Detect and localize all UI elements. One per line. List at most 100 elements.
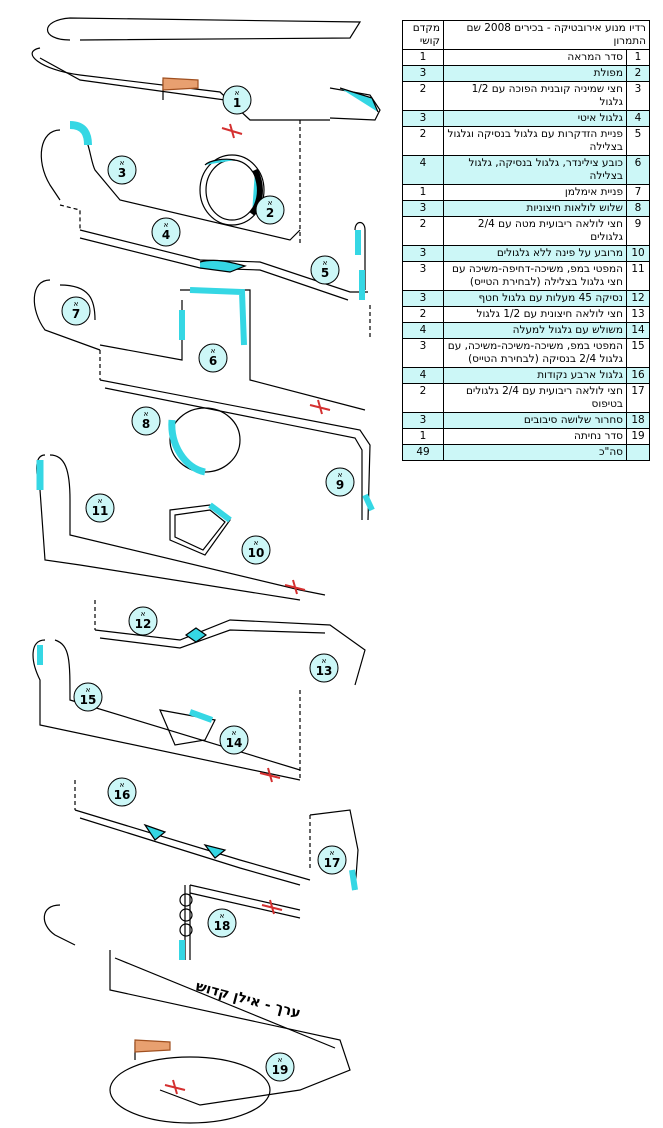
signature-text: ערך - אילן קדוש — [194, 978, 302, 1021]
label-circle — [73, 682, 103, 712]
row-k-factor: 3 — [402, 110, 444, 127]
label-prefix: א — [235, 89, 240, 97]
row-maneuver-name: סחרור שלושה סיבובים — [443, 412, 627, 429]
row-k-factor: 4 — [402, 367, 444, 384]
row-number: 1 — [626, 49, 650, 66]
row-k-factor: 3 — [402, 338, 444, 368]
row-k-factor: 1 — [402, 49, 444, 66]
figure-label-11: א11 — [85, 493, 115, 523]
figure-row-3 — [33, 279, 375, 521]
figure-label-8: א8 — [131, 406, 161, 436]
row-k-factor: 49 — [402, 444, 444, 461]
label-prefix: א — [144, 410, 149, 418]
label-circle — [207, 908, 237, 938]
row-number: 8 — [626, 200, 650, 217]
label-prefix: א — [211, 347, 216, 355]
row-k-factor: 3 — [402, 290, 444, 307]
row-number — [626, 444, 650, 461]
row-number: 9 — [626, 216, 650, 246]
figure-label-14: א14 — [219, 725, 249, 755]
row-maneuver-name: המפטי במפ, משיכה-משיכה-משיכה, עם גלגול 2… — [443, 338, 627, 368]
figure-label-10: א10 — [241, 535, 271, 565]
row-maneuver-name: כובע צילינדר, גלגול בנסיקה, גלגול בצלילה — [443, 155, 627, 185]
label-number: 9 — [336, 478, 344, 492]
figure-label-1: א1 — [222, 85, 252, 115]
figure-label-16: א16 — [107, 777, 137, 807]
figure-label-6: א6 — [198, 343, 228, 373]
label-number: 14 — [226, 736, 243, 750]
label-prefix: א — [232, 729, 237, 737]
label-prefix: א — [254, 539, 259, 547]
figure-labels: א1א2א3א4א5א6א7א8א9א10א11א12א13א14א15א16א… — [61, 85, 355, 1082]
label-prefix: א — [86, 686, 91, 694]
label-circle — [61, 296, 91, 326]
label-circle — [107, 155, 137, 185]
header-k: מקדם קושי — [402, 20, 444, 50]
label-circle — [241, 535, 271, 565]
label-circle — [151, 217, 181, 247]
figure-row-5 — [32, 639, 359, 891]
plane-markers — [164, 123, 331, 1095]
label-prefix: א — [141, 610, 146, 618]
label-circle — [219, 725, 249, 755]
figure-label-19: א19 — [265, 1052, 295, 1082]
row-number: 6 — [626, 155, 650, 185]
row-k-factor: 2 — [402, 81, 444, 111]
row-number: 11 — [626, 261, 650, 291]
row-maneuver-name: המפטי במפ, משיכה-דחיפה-משיכה עם חצי גלגו… — [443, 261, 627, 291]
row-k-factor: 2 — [402, 383, 444, 413]
row-number: 10 — [626, 245, 650, 262]
row-k-factor: 3 — [402, 245, 444, 262]
maneuver-diagram: א1א2א3א4א5א6א7א8א9א10א11א12א13א14א15א16א… — [31, 17, 381, 1124]
label-circle — [310, 255, 340, 285]
label-number: 4 — [162, 228, 170, 242]
label-number: 11 — [92, 504, 109, 518]
figure-label-7: א7 — [61, 296, 91, 326]
label-circle — [198, 343, 228, 373]
row-k-factor: 4 — [402, 155, 444, 185]
figure-label-18: א18 — [207, 908, 237, 938]
row-maneuver-name: נסיקה 45 מעלות עם גלגול חטף — [443, 290, 627, 307]
label-prefix: א — [338, 471, 343, 479]
figure-label-5: א5 — [310, 255, 340, 285]
label-number: 12 — [135, 617, 152, 631]
row-k-factor: 2 — [402, 306, 444, 323]
label-number: 5 — [321, 266, 329, 280]
label-circle — [255, 195, 285, 225]
row-number: 18 — [626, 412, 650, 429]
label-number: 6 — [209, 354, 217, 368]
label-number: 16 — [114, 788, 131, 802]
label-circle — [309, 653, 339, 683]
figure-row-2 — [40, 121, 371, 340]
row-maneuver-name: חצי לולאה ריבועית מטה עם 2/4 גלגולים — [443, 216, 627, 246]
row-maneuver-name: סדר נחיתה — [443, 428, 627, 445]
label-prefix: א — [98, 497, 103, 505]
label-prefix: א — [120, 159, 125, 167]
row-maneuver-name: גלגול איטי — [443, 110, 627, 127]
windsock-bottom — [134, 1039, 171, 1060]
figure-label-15: א15 — [73, 682, 103, 712]
label-circle — [85, 493, 115, 523]
header-name: רדיו מנוע אירובטיקה - בכירים 2008 שם התמ… — [443, 20, 650, 50]
row-maneuver-name: פניית הזדקרות עם גלגול בנסיקה וגלגול בצל… — [443, 126, 627, 156]
label-prefix: א — [330, 849, 335, 857]
row-maneuver-name: משולש עם גלגול למעלה — [443, 322, 627, 339]
maneuver-table: רדיו מנוע אירובטיקה - בכירים 2008 שם התמ… — [402, 20, 650, 461]
figure-label-3: א3 — [107, 155, 137, 185]
label-prefix: א — [220, 912, 225, 920]
row-maneuver-name: פניית אימלמן — [443, 184, 627, 201]
label-number: 3 — [118, 166, 126, 180]
figure-label-9: א9 — [325, 467, 355, 497]
row-number: 2 — [626, 65, 650, 82]
row-maneuver-name: חצי שמיניה קובנית הפוכה עם 1/2 גלגול — [443, 81, 627, 111]
label-number: 2 — [266, 206, 274, 220]
row-k-factor: 2 — [402, 216, 444, 246]
